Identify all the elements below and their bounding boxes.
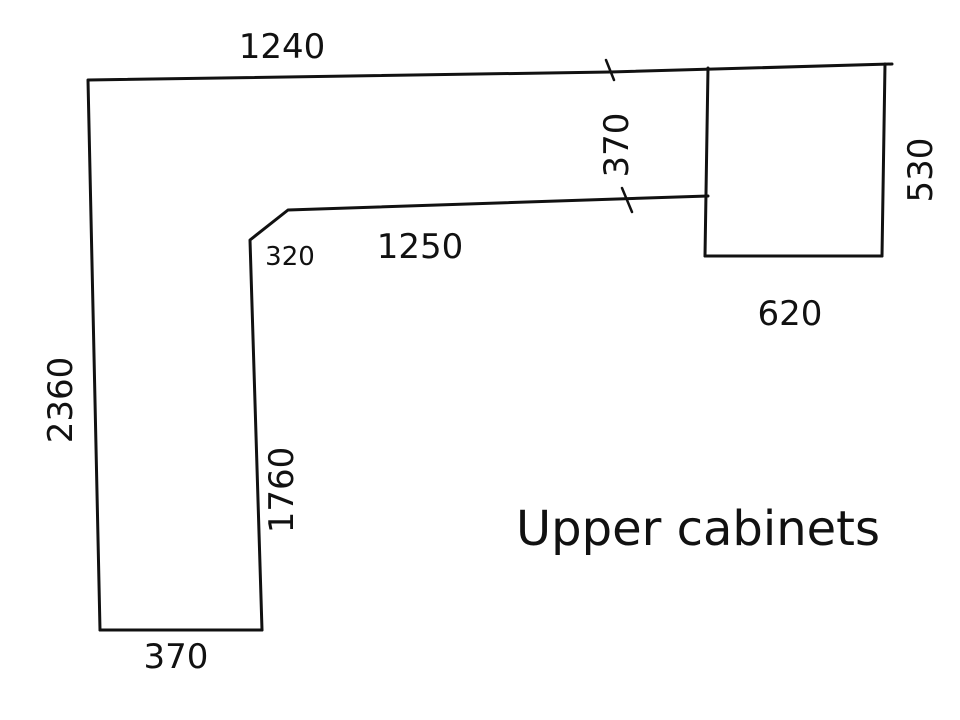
dim-box-width: 620 xyxy=(758,294,823,334)
box-divider xyxy=(703,66,710,258)
inner-edge xyxy=(248,194,710,632)
tick-top xyxy=(604,58,616,82)
dim-corner-cut: 320 xyxy=(265,242,315,272)
dim-box-depth: 530 xyxy=(901,138,941,203)
dim-bottom-width: 370 xyxy=(144,637,209,677)
dim-inner-top-length: 1250 xyxy=(377,227,464,267)
dim-top-depth: 370 xyxy=(597,113,637,178)
dim-top-length: 1240 xyxy=(239,27,326,67)
tick-bottom xyxy=(620,186,634,214)
drawing-caption: Upper cabinets xyxy=(516,501,880,557)
outer-edge xyxy=(86,62,894,632)
cabinet-outline xyxy=(86,62,894,632)
cabinet-box xyxy=(703,62,887,258)
box-right-edge xyxy=(880,62,887,258)
dim-inner-height: 1760 xyxy=(262,447,302,534)
dim-left-height: 2360 xyxy=(41,357,81,444)
